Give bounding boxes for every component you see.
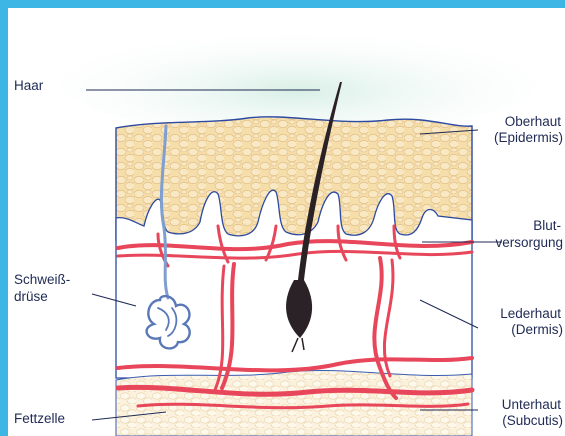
diagram-frame: Haar Schweiß- drüse Fettzelle Oberhaut (… [8,8,565,436]
label-sweat-gland-line2: drüse [14,289,48,305]
label-dermis-line2: (Dermis) [511,322,563,338]
label-epidermis-line1: Oberhaut [505,114,561,130]
skin-cross-section [8,8,565,436]
label-subcutis-line2: (Subcutis) [502,413,563,429]
label-blood-line1: Blut- [533,218,561,234]
label-fat-cell: Fettzelle [14,411,65,427]
label-sweat-gland-line1: Schweiß- [14,272,70,288]
label-blood-line2: versorgung [495,235,563,251]
label-subcutis-line1: Unterhaut [502,397,561,413]
label-hair: Haar [14,78,43,94]
label-dermis-line1: Lederhaut [500,306,561,322]
epidermis-layer [116,117,472,240]
label-epidermis-line2: (Epidermis) [494,130,563,146]
